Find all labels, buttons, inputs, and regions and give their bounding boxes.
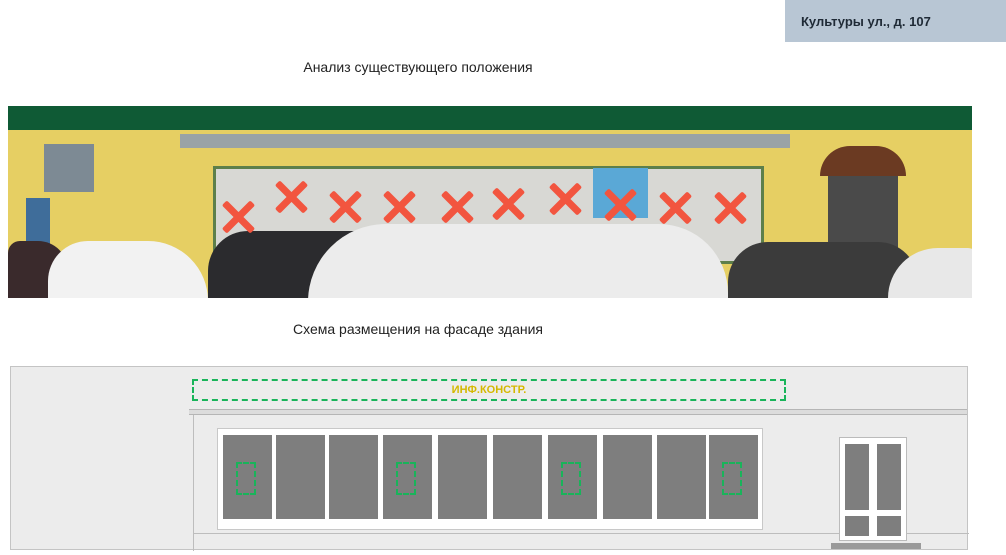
cross-icon: [440, 190, 474, 224]
existing-title: Анализ существующего положения: [303, 59, 533, 75]
placement-mark-icon: [722, 462, 742, 495]
cross-icon: [658, 191, 692, 225]
cross-icon: [221, 200, 255, 234]
sign-label: ИНФ.КОНСТР.: [451, 384, 527, 396]
cross-icon: [274, 180, 308, 214]
cross-icon: [382, 190, 416, 224]
window-pane: [603, 435, 652, 519]
window-pane: [548, 435, 597, 519]
car: [728, 242, 918, 298]
window-pane: [493, 435, 542, 519]
entrance-door: [839, 437, 907, 541]
car: [308, 224, 728, 298]
notice-board: [26, 198, 50, 246]
cross-icon: [713, 191, 747, 225]
placement-mark-icon: [236, 462, 256, 495]
sign-placement-zone: ИНФ.КОНСТР.: [192, 379, 786, 401]
cross-icon: [491, 187, 525, 221]
street-sign: [44, 144, 94, 192]
entrance-door: [828, 172, 898, 252]
wall-edge: [193, 415, 194, 551]
canopy: [180, 134, 790, 148]
window-pane: [438, 435, 487, 519]
car: [48, 241, 208, 298]
window-pane: [276, 435, 325, 519]
facade-scheme: ИНФ.КОНСТР.: [10, 366, 969, 551]
cross-icon: [548, 182, 582, 216]
window-pane: [657, 435, 706, 519]
cross-icon: [328, 190, 362, 224]
cross-icon: [603, 188, 637, 222]
plinth-line: [193, 533, 969, 534]
placement-mark-icon: [396, 462, 416, 495]
scheme-title: Схема размещения на фасаде здания: [293, 321, 543, 337]
existing-facade-photo: [8, 106, 972, 298]
roof: [8, 106, 972, 130]
cornice: [189, 409, 967, 415]
window-pane: [709, 435, 758, 519]
address-text: Культуры ул., д. 107: [801, 13, 931, 29]
placement-mark-icon: [561, 462, 581, 495]
door-step: [831, 543, 921, 549]
window-pane: [383, 435, 432, 519]
shop-window: [217, 428, 763, 530]
window-pane: [223, 435, 272, 519]
address-header: Культуры ул., д. 107: [785, 0, 1006, 42]
door-canopy: [820, 146, 906, 176]
window-pane: [329, 435, 378, 519]
